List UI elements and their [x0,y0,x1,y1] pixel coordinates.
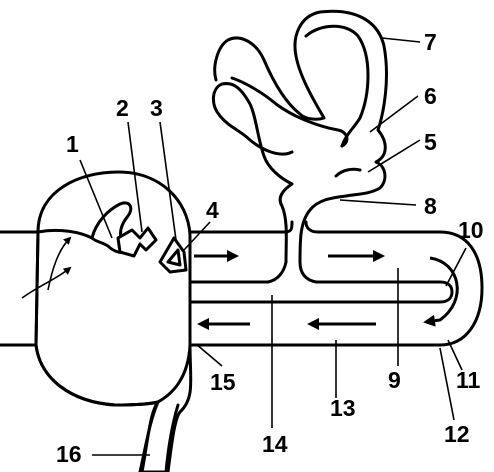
eardrum [36,228,94,240]
label-3: 3 [150,95,163,121]
label-16: 16 [56,441,82,467]
label-1: 1 [66,131,79,157]
label-13: 13 [330,395,356,421]
arrow-helicotrema [423,256,459,327]
label-7: 7 [424,29,437,55]
label-9: 9 [388,367,401,393]
label-15: 15 [210,369,236,395]
label-2: 2 [116,95,129,121]
eustachian-tube [138,400,180,472]
label-14: 14 [262,431,288,457]
label-6: 6 [424,83,437,109]
ear-canal [0,230,40,347]
label-8: 8 [424,193,437,219]
sound-arrow-upper [47,236,72,291]
stapes-inner [166,248,182,267]
chamber-lower-wall [34,230,160,407]
cochlea [188,220,484,347]
label-12: 12 [444,421,470,447]
label-10: 10 [458,217,484,243]
label-4: 4 [206,197,219,223]
sound-arrow-lower [21,266,72,299]
incus [116,226,158,258]
leader-lines [79,37,467,456]
vestibular-system [212,9,388,264]
label-11: 11 [456,367,481,393]
label-5: 5 [424,129,437,155]
